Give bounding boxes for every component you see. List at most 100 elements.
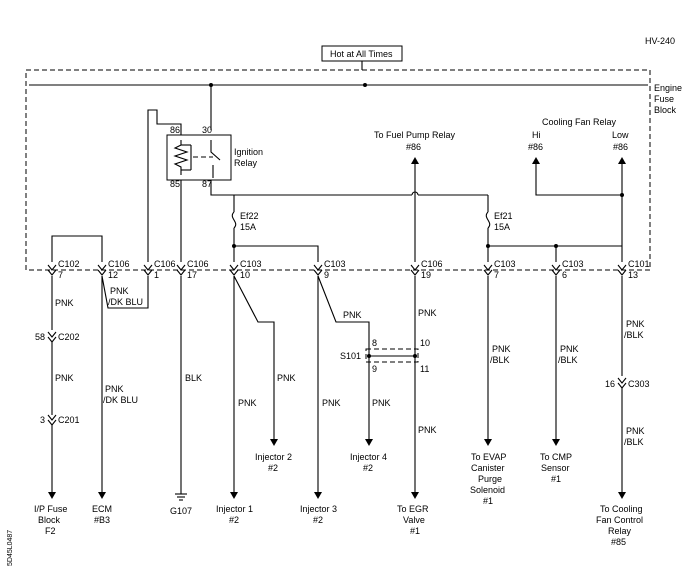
dest-ip-fuse-2: Block <box>38 515 61 525</box>
c201-pin: 3 <box>40 415 45 425</box>
cooling-low-pin: #86 <box>613 142 628 152</box>
splice-pin-10: 10 <box>420 338 430 348</box>
wire-color-cmp-2: /BLK <box>558 355 578 365</box>
connector-c102: C102 7 <box>47 259 80 280</box>
dest-fan-2: Fan Control <box>596 515 643 525</box>
svg-text:6: 6 <box>562 270 567 280</box>
dest-fan-4: #85 <box>611 537 626 547</box>
dest-injector4-2: #2 <box>363 463 373 473</box>
relay-pin-85: 85 <box>170 179 180 189</box>
svg-text:C103: C103 <box>494 259 516 269</box>
splice-pin-8: 8 <box>372 338 377 348</box>
svg-text:C106: C106 <box>154 259 176 269</box>
relay-switch-icon <box>210 140 221 178</box>
dest-egr-2: Valve <box>403 515 425 525</box>
dest-injector2-2: #2 <box>268 463 278 473</box>
dest-cmp-3: #1 <box>551 474 561 484</box>
relay-label-1: Ignition <box>234 147 263 157</box>
dest-injector3-1: Injector 3 <box>300 504 337 514</box>
cooling-low-label: Low <box>612 130 629 140</box>
connector-c103-10: C103 10 <box>229 259 262 280</box>
svg-text:C103: C103 <box>324 259 346 269</box>
c303-name: C303 <box>628 379 650 389</box>
connector-c101-13: C101 13 <box>617 259 650 280</box>
wire-color-inj4-lower: PNK <box>372 398 391 408</box>
connector-row: C102 7 C106 12 C106 1 C106 17 C103 10 C1… <box>47 259 650 280</box>
wire-color-evap-1: PNK <box>492 344 511 354</box>
connector-c106-17: C106 17 <box>176 259 209 280</box>
dest-injector1-2: #2 <box>229 515 239 525</box>
svg-text:C102: C102 <box>58 259 80 269</box>
dest-injector3-2: #2 <box>313 515 323 525</box>
fuse-block-label-3: Block <box>654 105 677 115</box>
hot-at-all-times-label: Hot at All Times <box>330 49 393 59</box>
dest-ecm-2: #B3 <box>94 515 110 525</box>
cooling-hi-arrow-icon <box>532 157 540 164</box>
svg-text:C106: C106 <box>108 259 130 269</box>
dest-egr-1: To EGR <box>397 504 429 514</box>
wire-color-egr-1: PNK <box>418 308 437 318</box>
c303-pin: 16 <box>605 379 615 389</box>
cooling-low-arrow-icon <box>618 157 626 164</box>
wire-color-inj4-upper: PNK <box>343 310 362 320</box>
dest-ecm-1: ECM <box>92 504 112 514</box>
fuse-ef21-icon <box>485 211 491 229</box>
wire-color-inj3: PNK <box>322 398 341 408</box>
svg-text:7: 7 <box>494 270 499 280</box>
ground-icon <box>175 493 187 501</box>
ignition-relay-box <box>166 134 232 181</box>
svg-text:C101: C101 <box>628 259 650 269</box>
fuse-ef22-rating: 15A <box>240 222 256 232</box>
wire-color-fan-4: /BLK <box>624 437 644 447</box>
relay-pin-30: 30 <box>202 125 212 135</box>
dest-evap-1: To EVAP <box>471 452 506 462</box>
fuse-ef22-name: Ef22 <box>240 211 259 221</box>
engine-fuse-block-outline <box>25 69 651 271</box>
connector-c103-7: C103 7 <box>483 259 516 280</box>
wire-color-ground: BLK <box>185 373 202 383</box>
svg-text:9: 9 <box>324 270 329 280</box>
splice-pin-11: 11 <box>420 364 429 374</box>
svg-text:C106: C106 <box>187 259 209 269</box>
svg-text:10: 10 <box>240 270 250 280</box>
side-code: 5D45L0487 <box>7 530 14 566</box>
connector-c106-19: C106 19 <box>410 259 443 280</box>
connector-c106-1: C106 1 <box>143 259 176 280</box>
relay-coil-icon <box>173 140 189 175</box>
dest-evap-2: Canister <box>471 463 505 473</box>
fuel-pump-arrow-icon <box>411 157 419 164</box>
fuse-ef22-icon <box>231 211 237 229</box>
dest-ip-fuse-1: I/P Fuse <box>34 504 67 514</box>
wire-color-fan-2: /BLK <box>624 330 644 340</box>
wire-color-evap-2: /BLK <box>490 355 510 365</box>
wire-color-fan-3: PNK <box>626 426 645 436</box>
c202-name: C202 <box>58 332 80 342</box>
svg-text:17: 17 <box>187 270 197 280</box>
svg-text:1: 1 <box>154 270 159 280</box>
connector-c106-12: C106 12 <box>97 259 130 280</box>
wire-color-cmp-1: PNK <box>560 344 579 354</box>
dest-injector2-1: Injector 2 <box>255 452 292 462</box>
dest-fan-1: To Cooling <box>600 504 643 514</box>
connector-c103-9: C103 9 <box>313 259 346 280</box>
diagram-id: HV-240 <box>645 36 675 46</box>
svg-text:C103: C103 <box>562 259 584 269</box>
splice-name: S101 <box>340 351 361 361</box>
wire-color-ecm-upper-2: /DK BLU <box>108 297 143 307</box>
cooling-relay-title: Cooling Fan Relay <box>542 117 617 127</box>
c202-pin: 58 <box>35 332 45 342</box>
dest-egr-3: #1 <box>410 526 420 536</box>
wire-color-fan-1: PNK <box>626 319 645 329</box>
connector-c103-6: C103 6 <box>551 259 584 280</box>
fuse-block-label-2: Fuse <box>654 94 674 104</box>
svg-text:7: 7 <box>58 270 63 280</box>
fuel-pump-label-2: #86 <box>406 142 421 152</box>
svg-text:C103: C103 <box>240 259 262 269</box>
relay-pin-86: 86 <box>170 125 180 135</box>
c201-name: C201 <box>58 415 80 425</box>
wire-color-egr-2: PNK <box>418 425 437 435</box>
svg-text:12: 12 <box>108 270 118 280</box>
dest-evap-4: Solenoid <box>470 485 505 495</box>
svg-text:19: 19 <box>421 270 431 280</box>
